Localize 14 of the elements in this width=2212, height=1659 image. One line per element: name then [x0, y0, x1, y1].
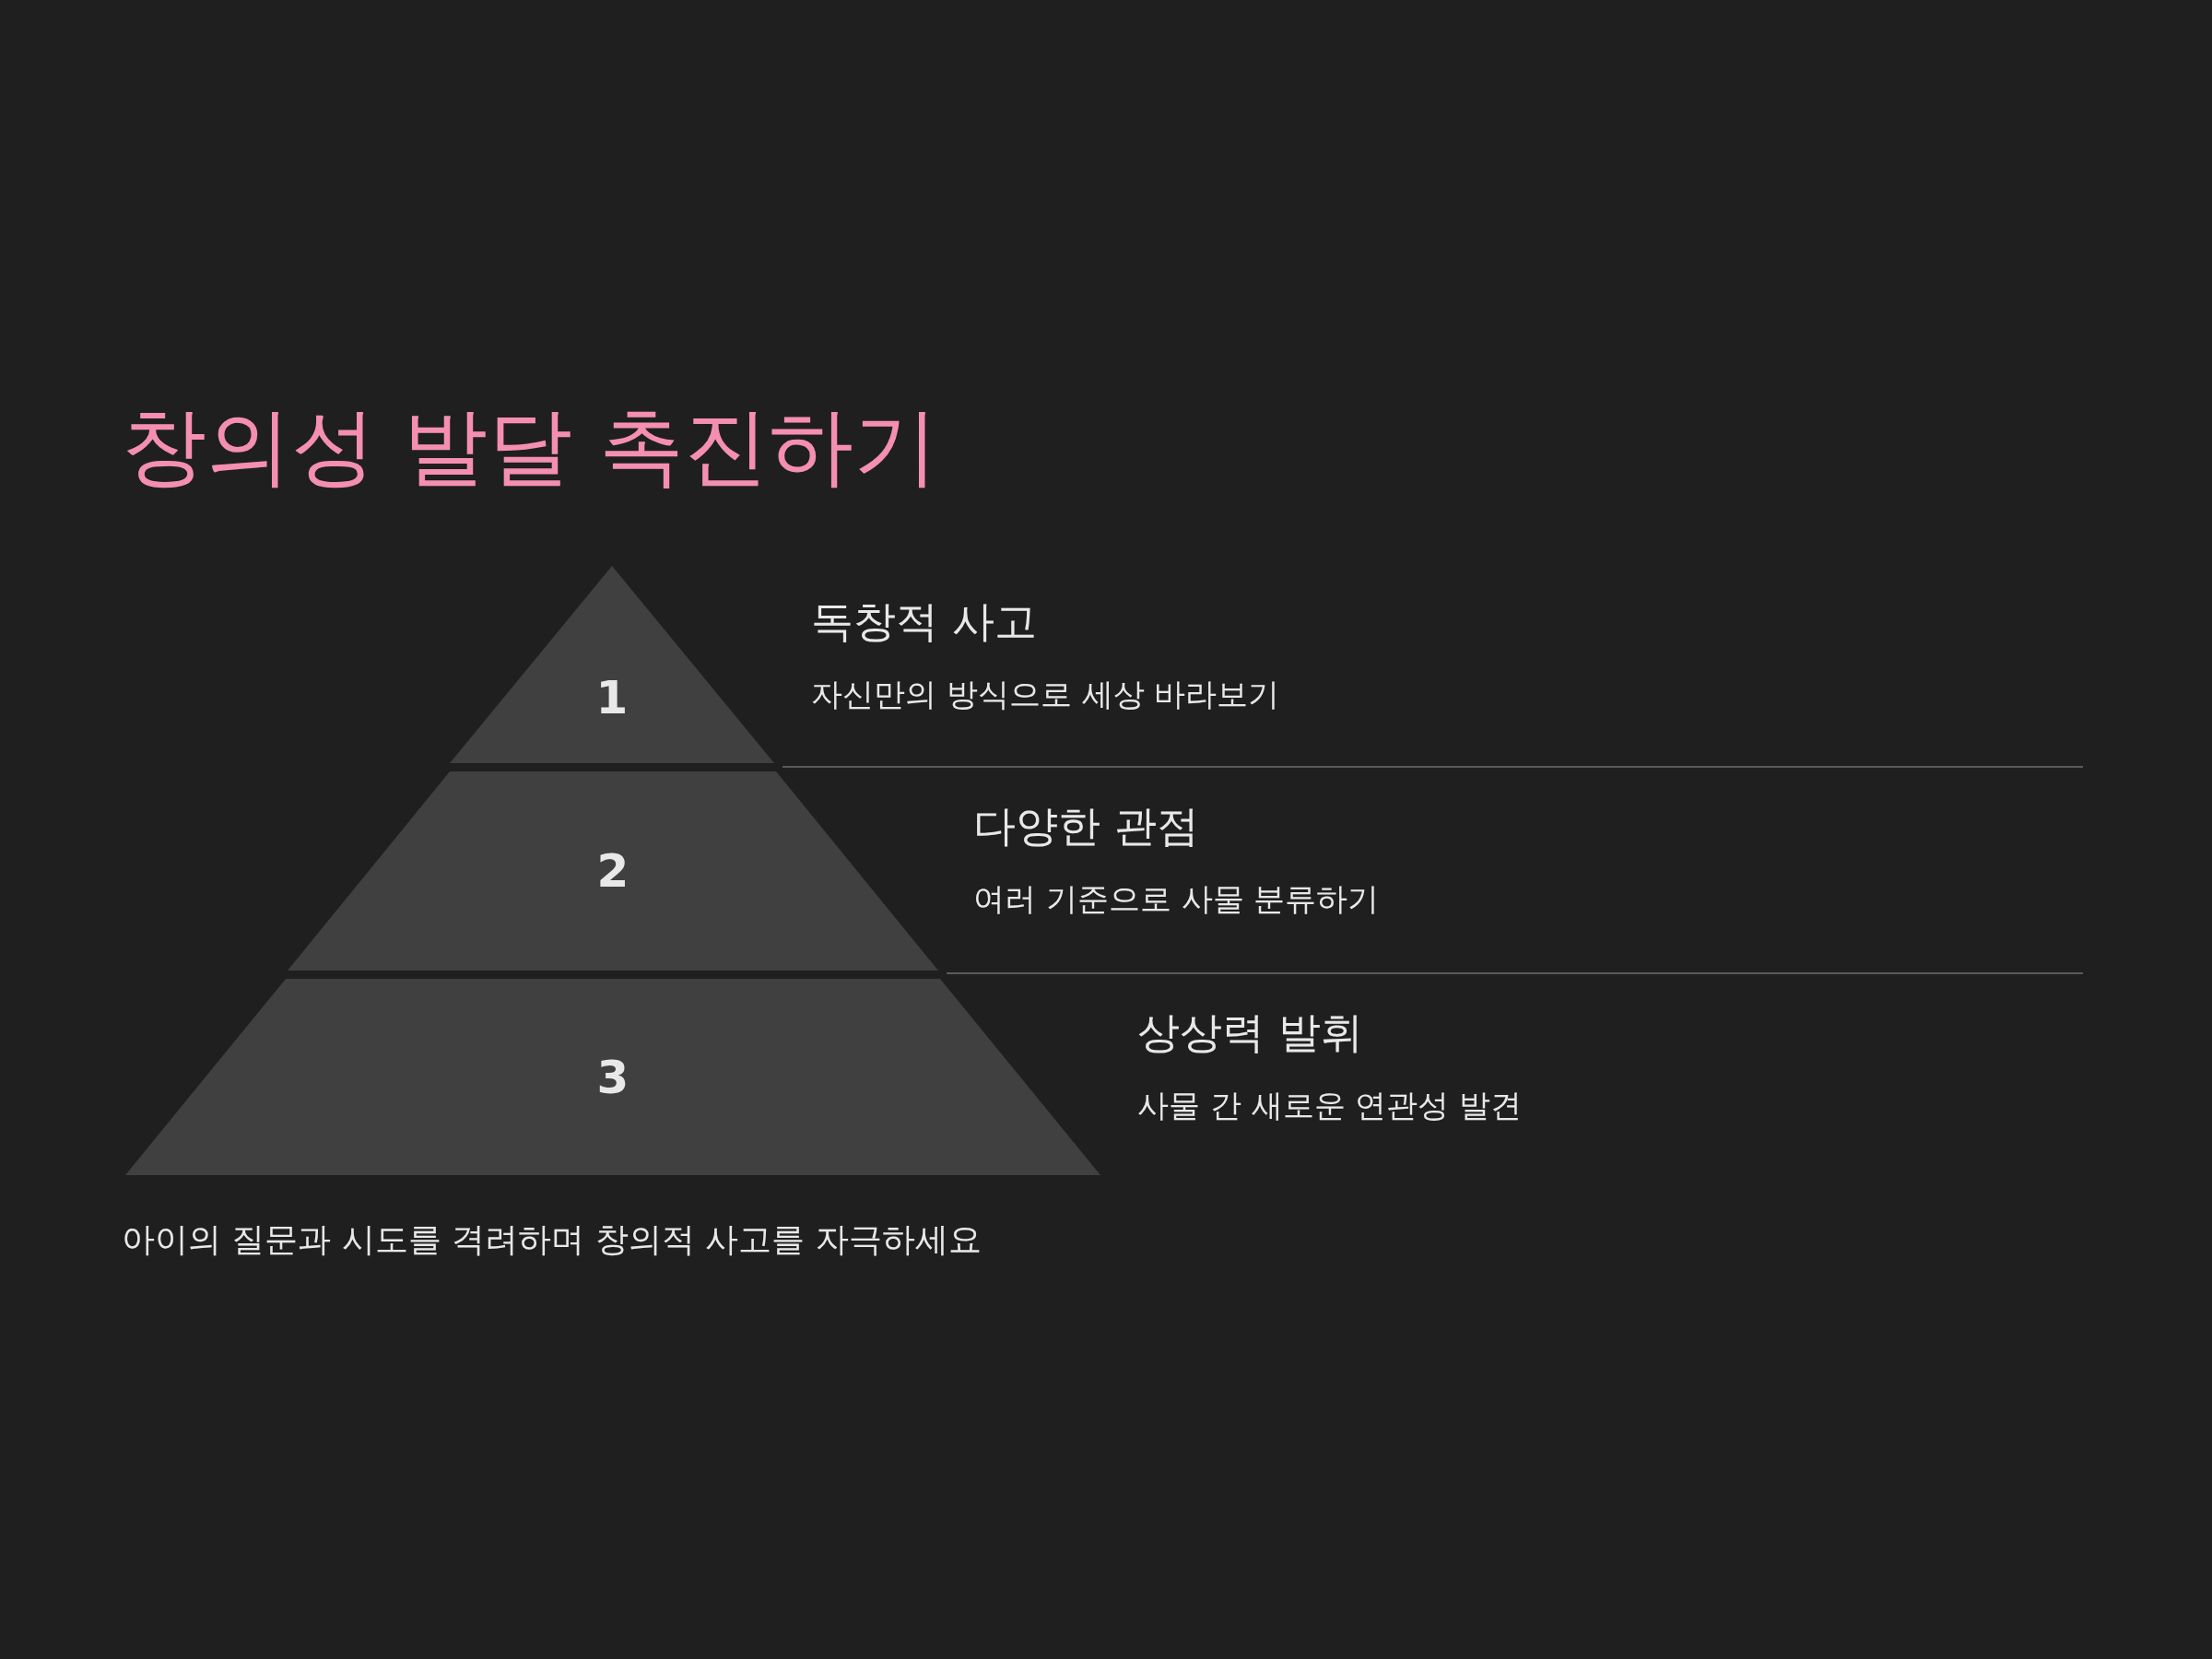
pyramid-tier [450, 566, 774, 763]
tier-description: 여러 기준으로 사물 분류하기 [973, 879, 1380, 919]
tier-number: 1 [595, 674, 629, 721]
note-text: 아이의 질문과 시도를 격려하며 창의적 사고를 자극하세요 [122, 1219, 982, 1260]
tier-heading: 다양한 관점 [973, 800, 1199, 853]
pyramid-tier [288, 771, 938, 971]
tier-heading: 독창적 사고 [811, 595, 1037, 648]
tier-heading: 상상력 발휘 [1137, 1006, 1363, 1059]
tier-description: 자신만의 방식으로 세상 바라보기 [811, 675, 1280, 714]
pyramid-tier [125, 979, 1100, 1175]
tier-description: 사물 간 새로운 연관성 발견 [1137, 1086, 1523, 1125]
tier-number: 2 [596, 848, 629, 894]
tier-number: 3 [596, 1053, 629, 1100]
title: 창의성 발달 촉진하기 [122, 396, 939, 498]
